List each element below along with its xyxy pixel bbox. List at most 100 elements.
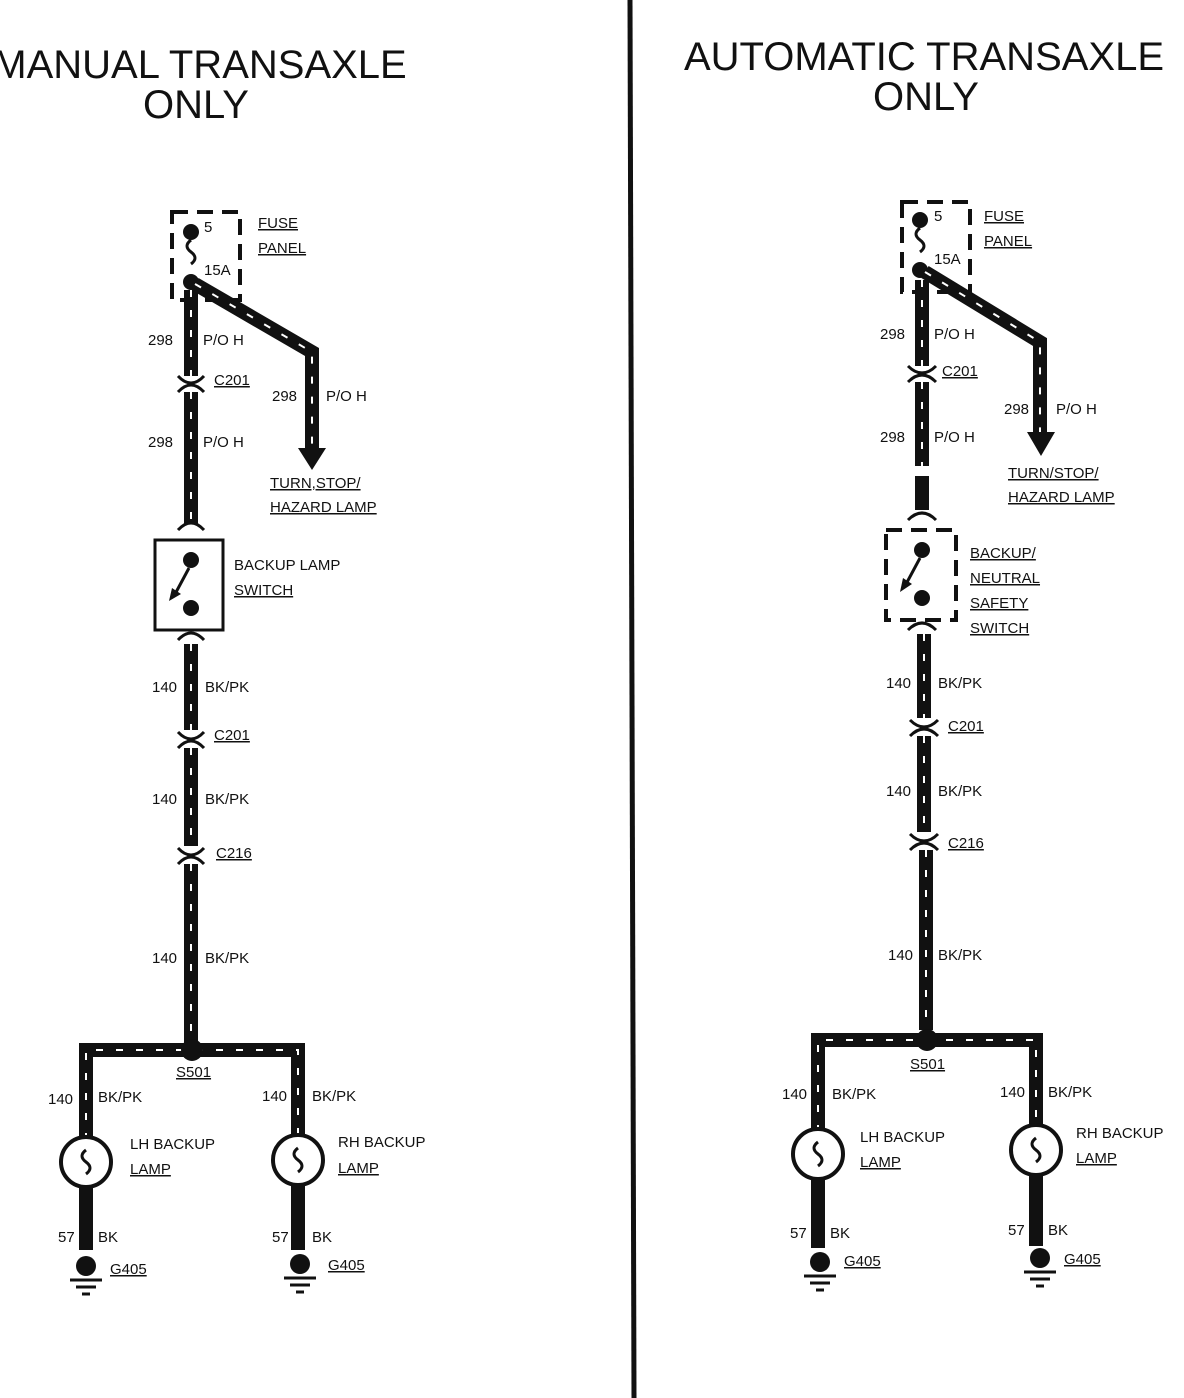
rh-ground-circuit: 57 — [272, 1229, 289, 1246]
fuse-panel-label-2: PANEL — [984, 233, 1032, 250]
circuit-298-label: 298 — [148, 332, 173, 349]
lh-ground-label: G405 — [110, 1261, 147, 1278]
lh-ground-color: BK — [830, 1225, 850, 1242]
rh-ground-circuit: 57 — [1008, 1222, 1025, 1239]
rh-color-label: BK/PK — [1048, 1084, 1092, 1101]
fuse-panel-label-2: PANEL — [258, 240, 306, 257]
lh-ground-circuit: 57 — [790, 1225, 807, 1242]
switch-label-1: BACKUP LAMP — [234, 557, 340, 574]
arrow-to-turn-lamp-icon — [298, 448, 326, 470]
lh-circuit-label: 140 — [48, 1091, 73, 1108]
manual-title-line1: MANUAL TRANSAXLE — [0, 43, 407, 87]
rh-lamp-label-1: RH BACKUP — [1076, 1125, 1164, 1142]
color-bkpk-label-c: BK/PK — [938, 947, 982, 964]
fuse-panel-box — [170, 210, 242, 302]
auto-title-line1: AUTOMATIC TRANSAXLE — [684, 35, 1164, 79]
circuit-140-label-a: 140 — [886, 675, 911, 692]
fuse-terminal-top — [912, 212, 928, 228]
branch-circuit-number: 298 — [1004, 401, 1029, 418]
lh-circuit-label: 140 — [782, 1086, 807, 1103]
switch-label-4: SWITCH — [970, 620, 1029, 637]
wire-color-label-2: P/O H — [203, 434, 244, 451]
turn-lamp-label-1: TURN,STOP/ — [270, 475, 361, 492]
c201-label-2: C201 — [214, 727, 250, 744]
splice-label: S501 — [910, 1056, 945, 1073]
rh-lamp-label-2: LAMP — [1076, 1150, 1117, 1167]
c201-label: C201 — [942, 363, 978, 380]
switch-contact-top — [914, 542, 930, 558]
c201-connector-icon — [906, 364, 938, 375]
color-bkpk-label-c: BK/PK — [205, 950, 249, 967]
circuit-140-label-b: 140 — [152, 791, 177, 808]
fuse-panel-label-1: FUSE — [258, 215, 298, 232]
turn-lamp-label-2: HAZARD LAMP — [270, 499, 377, 516]
lh-ground-icon — [810, 1252, 830, 1272]
circuit-140-label-c: 140 — [888, 947, 913, 964]
switch-label-3: SAFETY — [970, 595, 1028, 612]
fuse-element-icon — [185, 238, 197, 266]
fuse-panel-label-1: FUSE — [984, 208, 1024, 225]
fuse-terminal-top — [183, 224, 199, 240]
color-bkpk-label-a: BK/PK — [205, 679, 249, 696]
rh-ground-color: BK — [1048, 1222, 1068, 1239]
lh-ground-color: BK — [98, 1229, 118, 1246]
auto-title-line2: ONLY — [873, 75, 979, 119]
color-bkpk-label-b: BK/PK — [205, 791, 249, 808]
color-bkpk-label-a: BK/PK — [938, 675, 982, 692]
fuse-number: 5 — [204, 219, 212, 236]
switch-contact-top — [183, 552, 199, 568]
rh-lamp-label-1: RH BACKUP — [338, 1134, 426, 1151]
wire-298-branch — [191, 277, 319, 450]
circuit-298-label-2: 298 — [880, 429, 905, 446]
fuse-rating: 15A — [204, 262, 231, 279]
switch-contact-bottom — [183, 600, 199, 616]
c201-connector-icon — [176, 374, 206, 385]
lh-lamp-label-2: LAMP — [130, 1161, 171, 1178]
c216-label: C216 — [216, 845, 252, 862]
arrow-to-turn-lamp-icon — [1027, 432, 1055, 456]
wire-color-label-2: P/O H — [934, 429, 975, 446]
c201-connector-2-icon — [176, 730, 206, 741]
panel-divider — [627, 0, 637, 1398]
fuse-element-icon — [914, 226, 926, 254]
lh-color-label: BK/PK — [98, 1089, 142, 1106]
color-bkpk-label-b: BK/PK — [938, 783, 982, 800]
circuit-298-label: 298 — [880, 326, 905, 343]
rh-circuit-label: 140 — [262, 1088, 287, 1105]
turn-lamp-label-2: HAZARD LAMP — [1008, 489, 1115, 506]
rh-ground-icon — [290, 1254, 310, 1274]
lh-color-label: BK/PK — [832, 1086, 876, 1103]
turn-lamp-label-1: TURN/STOP/ — [1008, 465, 1099, 482]
rh-ground-color: BK — [312, 1229, 332, 1246]
splice-label: S501 — [176, 1064, 211, 1081]
splice-s501-dot — [916, 1029, 938, 1051]
rh-color-label: BK/PK — [312, 1088, 356, 1105]
c216-connector-icon — [176, 846, 206, 857]
c201-label: C201 — [214, 372, 250, 389]
rh-ground-label: G405 — [1064, 1251, 1101, 1268]
lh-lamp-label-1: LH BACKUP — [860, 1129, 945, 1146]
lh-ground-icon — [76, 1256, 96, 1276]
lh-ground-label: G405 — [844, 1253, 881, 1270]
rh-ground-label: G405 — [328, 1257, 365, 1274]
fuse-panel-box — [900, 200, 972, 294]
circuit-140-label-b: 140 — [886, 783, 911, 800]
splice-s501-dot — [181, 1039, 203, 1061]
wire-color-label: P/O H — [203, 332, 244, 349]
lh-lamp-label-2: LAMP — [860, 1154, 901, 1171]
switch-label-2: NEUTRAL — [970, 570, 1040, 587]
c201-connector-2-icon — [908, 718, 940, 729]
switch-label-2: SWITCH — [234, 582, 293, 599]
manual-title-line2: ONLY — [143, 83, 249, 127]
c216-connector-icon — [908, 832, 940, 843]
branch-circuit-number: 298 — [272, 388, 297, 405]
lh-ground-circuit: 57 — [58, 1229, 75, 1246]
lh-lamp-label-1: LH BACKUP — [130, 1136, 215, 1153]
backup-neutral-switch-box — [884, 528, 958, 622]
circuit-140-label-c: 140 — [152, 950, 177, 967]
wire-color-label: P/O H — [934, 326, 975, 343]
circuit-298-label-2: 298 — [148, 434, 173, 451]
fuse-rating: 15A — [934, 251, 961, 268]
branch-wire-color: P/O H — [326, 388, 367, 405]
